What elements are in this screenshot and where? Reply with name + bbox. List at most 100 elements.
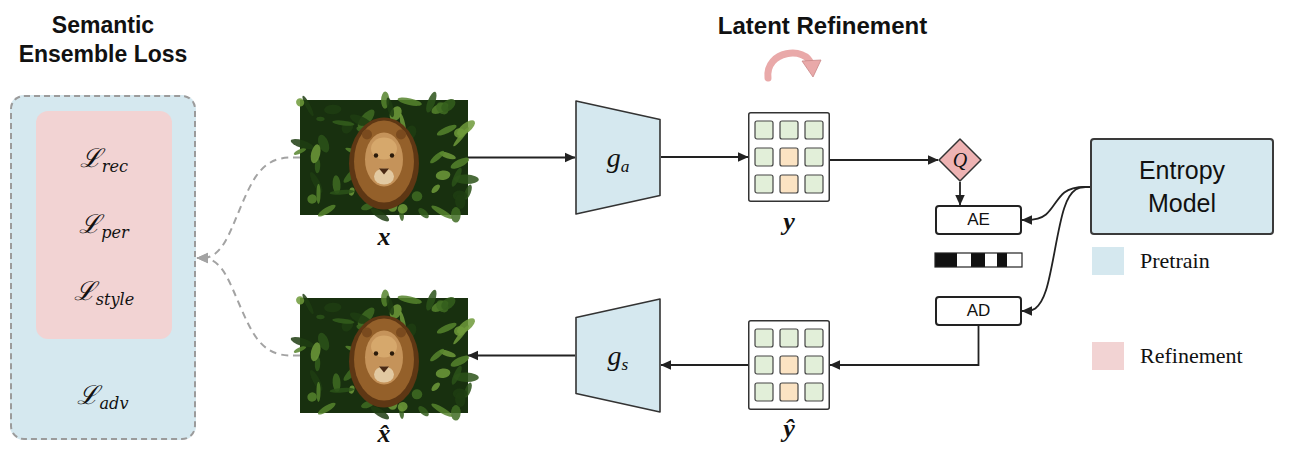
leaf: [397, 96, 423, 108]
leaf: [430, 402, 454, 419]
flow-connector: [959, 182, 961, 205]
leaf: [329, 387, 354, 393]
lion-forehead: [371, 336, 397, 358]
leaf: [290, 335, 315, 349]
bitstream-frame: [935, 253, 1022, 267]
leaf: [416, 206, 430, 220]
lion-ear: [396, 328, 406, 338]
bit-segment: [985, 253, 997, 267]
leaf: [436, 123, 458, 138]
lion-mane: [354, 121, 414, 203]
leaf: [435, 368, 451, 379]
leaf: [411, 191, 422, 202]
quantizer-label: Q: [953, 148, 967, 172]
image-background: [300, 100, 468, 215]
leaf: [316, 184, 320, 204]
diamond-shape: [939, 139, 981, 181]
lion-face: [365, 331, 403, 385]
latent-cell: [780, 356, 798, 374]
grid-frame: [749, 321, 830, 410]
lion-face: [365, 133, 403, 187]
lion-forehead: [371, 138, 397, 160]
latent-label: ŷ: [748, 416, 830, 442]
refinement-loop-arrowhead: [802, 60, 821, 77]
leaf: [316, 203, 337, 219]
leaf: [301, 95, 316, 118]
leaf: [290, 137, 315, 151]
loss-panel: Semantic Ensemble Lossℒadvℒrecℒperℒstyle: [10, 95, 196, 440]
lion-mane: [354, 319, 414, 401]
leaf: [439, 96, 458, 114]
latent-cell: [780, 121, 798, 139]
section-title: Latent Refinement: [680, 12, 965, 41]
leaf: [429, 149, 446, 165]
flow-connector: [1022, 187, 1090, 220]
lion-muzzle: [374, 169, 394, 185]
legend-swatch: [1092, 247, 1124, 275]
loss-term: ℒper: [79, 209, 129, 240]
image-label: x̂: [300, 421, 468, 447]
leaf: [385, 295, 396, 316]
leaf: [316, 315, 324, 320]
leaf: [411, 389, 422, 400]
leaf: [316, 401, 337, 417]
loss-term: ℒrec: [80, 143, 128, 174]
bit-segment: [935, 253, 957, 267]
latent-cell: [755, 148, 773, 166]
lion-mane: [349, 316, 419, 408]
latent-cell: [805, 329, 823, 347]
lion-ear: [396, 130, 406, 140]
panel-heading: Semantic Ensemble Loss: [12, 11, 194, 69]
latent-cell: [755, 356, 773, 374]
synthesis-transform: gs: [575, 298, 661, 413]
latent-cell: [755, 121, 773, 139]
latent-cell: [755, 175, 773, 193]
leaf: [324, 302, 342, 312]
leaf: [430, 381, 442, 393]
leaf: [332, 119, 355, 127]
foliage: [290, 91, 479, 224]
latent-cell: [755, 329, 773, 347]
label-holder: Latent Refinement: [680, 12, 965, 41]
leaf: [385, 97, 396, 118]
leaf: [309, 143, 322, 164]
leaf: [430, 183, 442, 195]
legend-label: Pretrain: [1140, 247, 1210, 275]
feedback-connector: [197, 158, 300, 259]
flow-connector: [468, 355, 575, 357]
latent-cell: [780, 175, 798, 193]
leaf: [329, 189, 354, 195]
leaf: [308, 171, 325, 195]
leaf: [416, 404, 430, 418]
leaf: [454, 392, 466, 407]
latent-cell: [805, 356, 823, 374]
leaf: [316, 117, 324, 122]
box-label: AE: [967, 211, 990, 230]
legend-item: Refinement: [1092, 342, 1243, 370]
leaf: [309, 341, 322, 362]
latent-cell: [780, 383, 798, 401]
legend-label: Refinement: [1140, 342, 1243, 370]
latent-cell: [805, 175, 823, 193]
arithmetic-encoder: AE: [935, 205, 1022, 235]
leaf: [324, 104, 342, 114]
image-background: [300, 298, 468, 413]
input-image: x: [300, 100, 468, 215]
latent-cell: [805, 148, 823, 166]
trapezoid-shape: [576, 101, 660, 214]
entropy-model: Entropy Model: [1090, 138, 1274, 235]
grid-outline: [748, 320, 830, 410]
lion-eye: [390, 153, 394, 157]
leaf: [332, 317, 355, 325]
transform-label: ga: [607, 141, 630, 175]
leaf: [435, 170, 451, 181]
leaf: [316, 382, 320, 402]
leaf: [450, 364, 464, 385]
latent-grid: y: [748, 112, 830, 202]
quantizer: Q: [938, 138, 982, 182]
analysis-transform: ga: [575, 100, 661, 215]
lion-mane: [349, 118, 419, 210]
leaf: [430, 204, 454, 221]
